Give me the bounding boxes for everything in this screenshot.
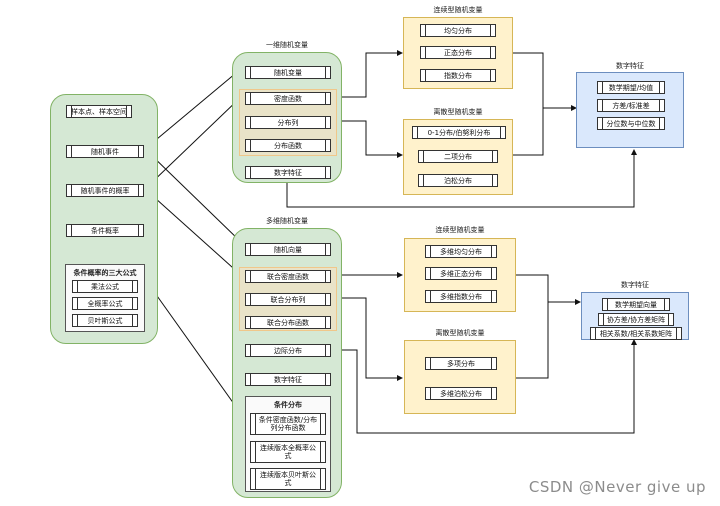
one-dim-group: 随机变量 密度函数 分布列 分布函数 数字特征 — [232, 52, 342, 183]
one-cont-title: 连续型随机变量 — [433, 6, 483, 14]
node-marginal-distribution[interactable]: 边际分布 — [245, 344, 331, 357]
node-density-function[interactable]: 密度函数 — [245, 92, 331, 105]
node-continuous-total-probability[interactable]: 连续版本全概率公式 — [250, 441, 326, 463]
conditional-distribution-title: 条件分布 — [274, 401, 302, 409]
node-normal[interactable]: 正态分布 — [420, 46, 496, 59]
arrow-formulas-to-conddist — [144, 278, 245, 419]
digit2-box: 数学期望向量 协方差/协方差矩阵 相关系数/相关系数矩阵 — [581, 292, 689, 340]
arrow-multidigit-to-digit2 — [333, 339, 637, 434]
node-multiplication-formula[interactable]: 乘法公式 — [72, 280, 138, 293]
multi-cont-box: 多维均匀分布 多维正态分布 多维指数分布 — [404, 238, 516, 312]
node-multi-normal[interactable]: 多维正态分布 — [425, 267, 497, 280]
arrow-list-to-disc — [333, 120, 403, 158]
node-multinomial[interactable]: 多项分布 — [425, 357, 497, 370]
node-exponential[interactable]: 指数分布 — [420, 69, 496, 82]
node-covariance[interactable]: 协方差/协方差矩阵 — [598, 313, 674, 326]
digit2-title: 数字特征 — [621, 281, 649, 289]
multi-disc-box: 多项分布 多维泊松分布 — [404, 340, 516, 414]
node-one-dim-digit[interactable]: 数字特征 — [245, 166, 331, 179]
arrow-density-to-cont — [333, 50, 403, 98]
arrow-prob-to-one — [144, 95, 243, 190]
node-multi-exponential[interactable]: 多维指数分布 — [425, 290, 497, 303]
arrow-event-to-multi — [144, 148, 243, 244]
arrow-digit-to-digit1 — [286, 149, 637, 208]
node-conditional-probability[interactable]: 条件概率 — [66, 224, 144, 237]
node-joint-distribution-function[interactable]: 联合分布函数 — [245, 316, 331, 329]
formula-panel: 条件概率的三大公式 乘法公式 全概率公式 贝叶斯公式 — [65, 264, 145, 332]
one-disc-box: 0-1分布/伯努利分布 二项分布 泊松分布 — [403, 119, 513, 195]
node-conditional-density[interactable]: 条件密度函数/分布列分布函数 — [250, 413, 326, 435]
node-bernoulli[interactable]: 0-1分布/伯努利分布 — [412, 126, 506, 139]
node-bayes-formula[interactable]: 贝叶斯公式 — [72, 314, 138, 327]
digit1-box: 数学期望/均值 方差/标准差 分位数与中位数 — [576, 72, 684, 148]
conditional-distribution-panel: 条件分布 条件密度函数/分布列分布函数 连续版本全概率公式 连续版本贝叶斯公式 — [245, 396, 331, 492]
node-event-probability[interactable]: 随机事件的概率 — [66, 184, 144, 197]
node-uniform[interactable]: 均匀分布 — [420, 24, 496, 37]
node-binomial[interactable]: 二项分布 — [418, 150, 498, 163]
node-variance[interactable]: 方差/标准差 — [597, 99, 665, 112]
node-distribution-list[interactable]: 分布列 — [245, 116, 331, 129]
digit1-title: 数字特征 — [616, 62, 644, 70]
arrow-jointlist-to-disc — [333, 297, 403, 381]
node-random-variable[interactable]: 随机变量 — [245, 66, 331, 79]
node-correlation[interactable]: 相关系数/相关系数矩阵 — [590, 327, 682, 340]
arrow-prob-to-multi — [144, 188, 243, 277]
node-total-probability-formula[interactable]: 全概率公式 — [72, 297, 138, 310]
node-multi-digit[interactable]: 数字特征 — [245, 373, 331, 386]
multi-dim-group: 随机向量 联合密度函数 联合分布列 联合分布函数 边际分布 数字特征 条件分布 … — [232, 228, 342, 498]
watermark: CSDN @Never give up — [528, 478, 706, 496]
multi-disc-title: 离散型随机变量 — [435, 329, 485, 337]
node-multi-uniform[interactable]: 多维均匀分布 — [425, 245, 497, 258]
node-continuous-bayes[interactable]: 连续版本贝叶斯公式 — [250, 468, 326, 490]
multi-cont-title: 连续型随机变量 — [435, 226, 485, 234]
node-multi-poisson[interactable]: 多维泊松分布 — [425, 387, 497, 400]
node-joint-list[interactable]: 联合分布列 — [245, 293, 331, 306]
one-cont-box: 均匀分布 正态分布 指数分布 — [403, 17, 513, 89]
node-distribution-function[interactable]: 分布函数 — [245, 139, 331, 152]
node-random-vector[interactable]: 随机向量 — [245, 243, 331, 256]
node-poisson[interactable]: 泊松分布 — [418, 174, 498, 187]
node-expectation-vector[interactable]: 数学期望向量 — [602, 298, 670, 311]
node-sample-space[interactable]: 样本点、样本空间 — [66, 105, 132, 118]
formula-panel-title: 条件概率的三大公式 — [73, 269, 137, 277]
node-expectation[interactable]: 数学期望/均值 — [597, 81, 665, 94]
node-joint-density[interactable]: 联合密度函数 — [245, 270, 331, 283]
multi-dim-title: 多维随机变量 — [266, 217, 308, 225]
node-random-event[interactable]: 随机事件 — [66, 145, 144, 158]
node-quantile[interactable]: 分位数与中位数 — [597, 117, 665, 130]
arrow-event-to-one — [144, 67, 243, 150]
one-disc-title: 离散型随机变量 — [433, 108, 483, 116]
one-dim-title: 一维随机变量 — [266, 41, 308, 49]
basic-probability-group: 样本点、样本空间 随机事件 随机事件的概率 条件概率 条件概率的三大公式 乘法公… — [50, 94, 158, 344]
